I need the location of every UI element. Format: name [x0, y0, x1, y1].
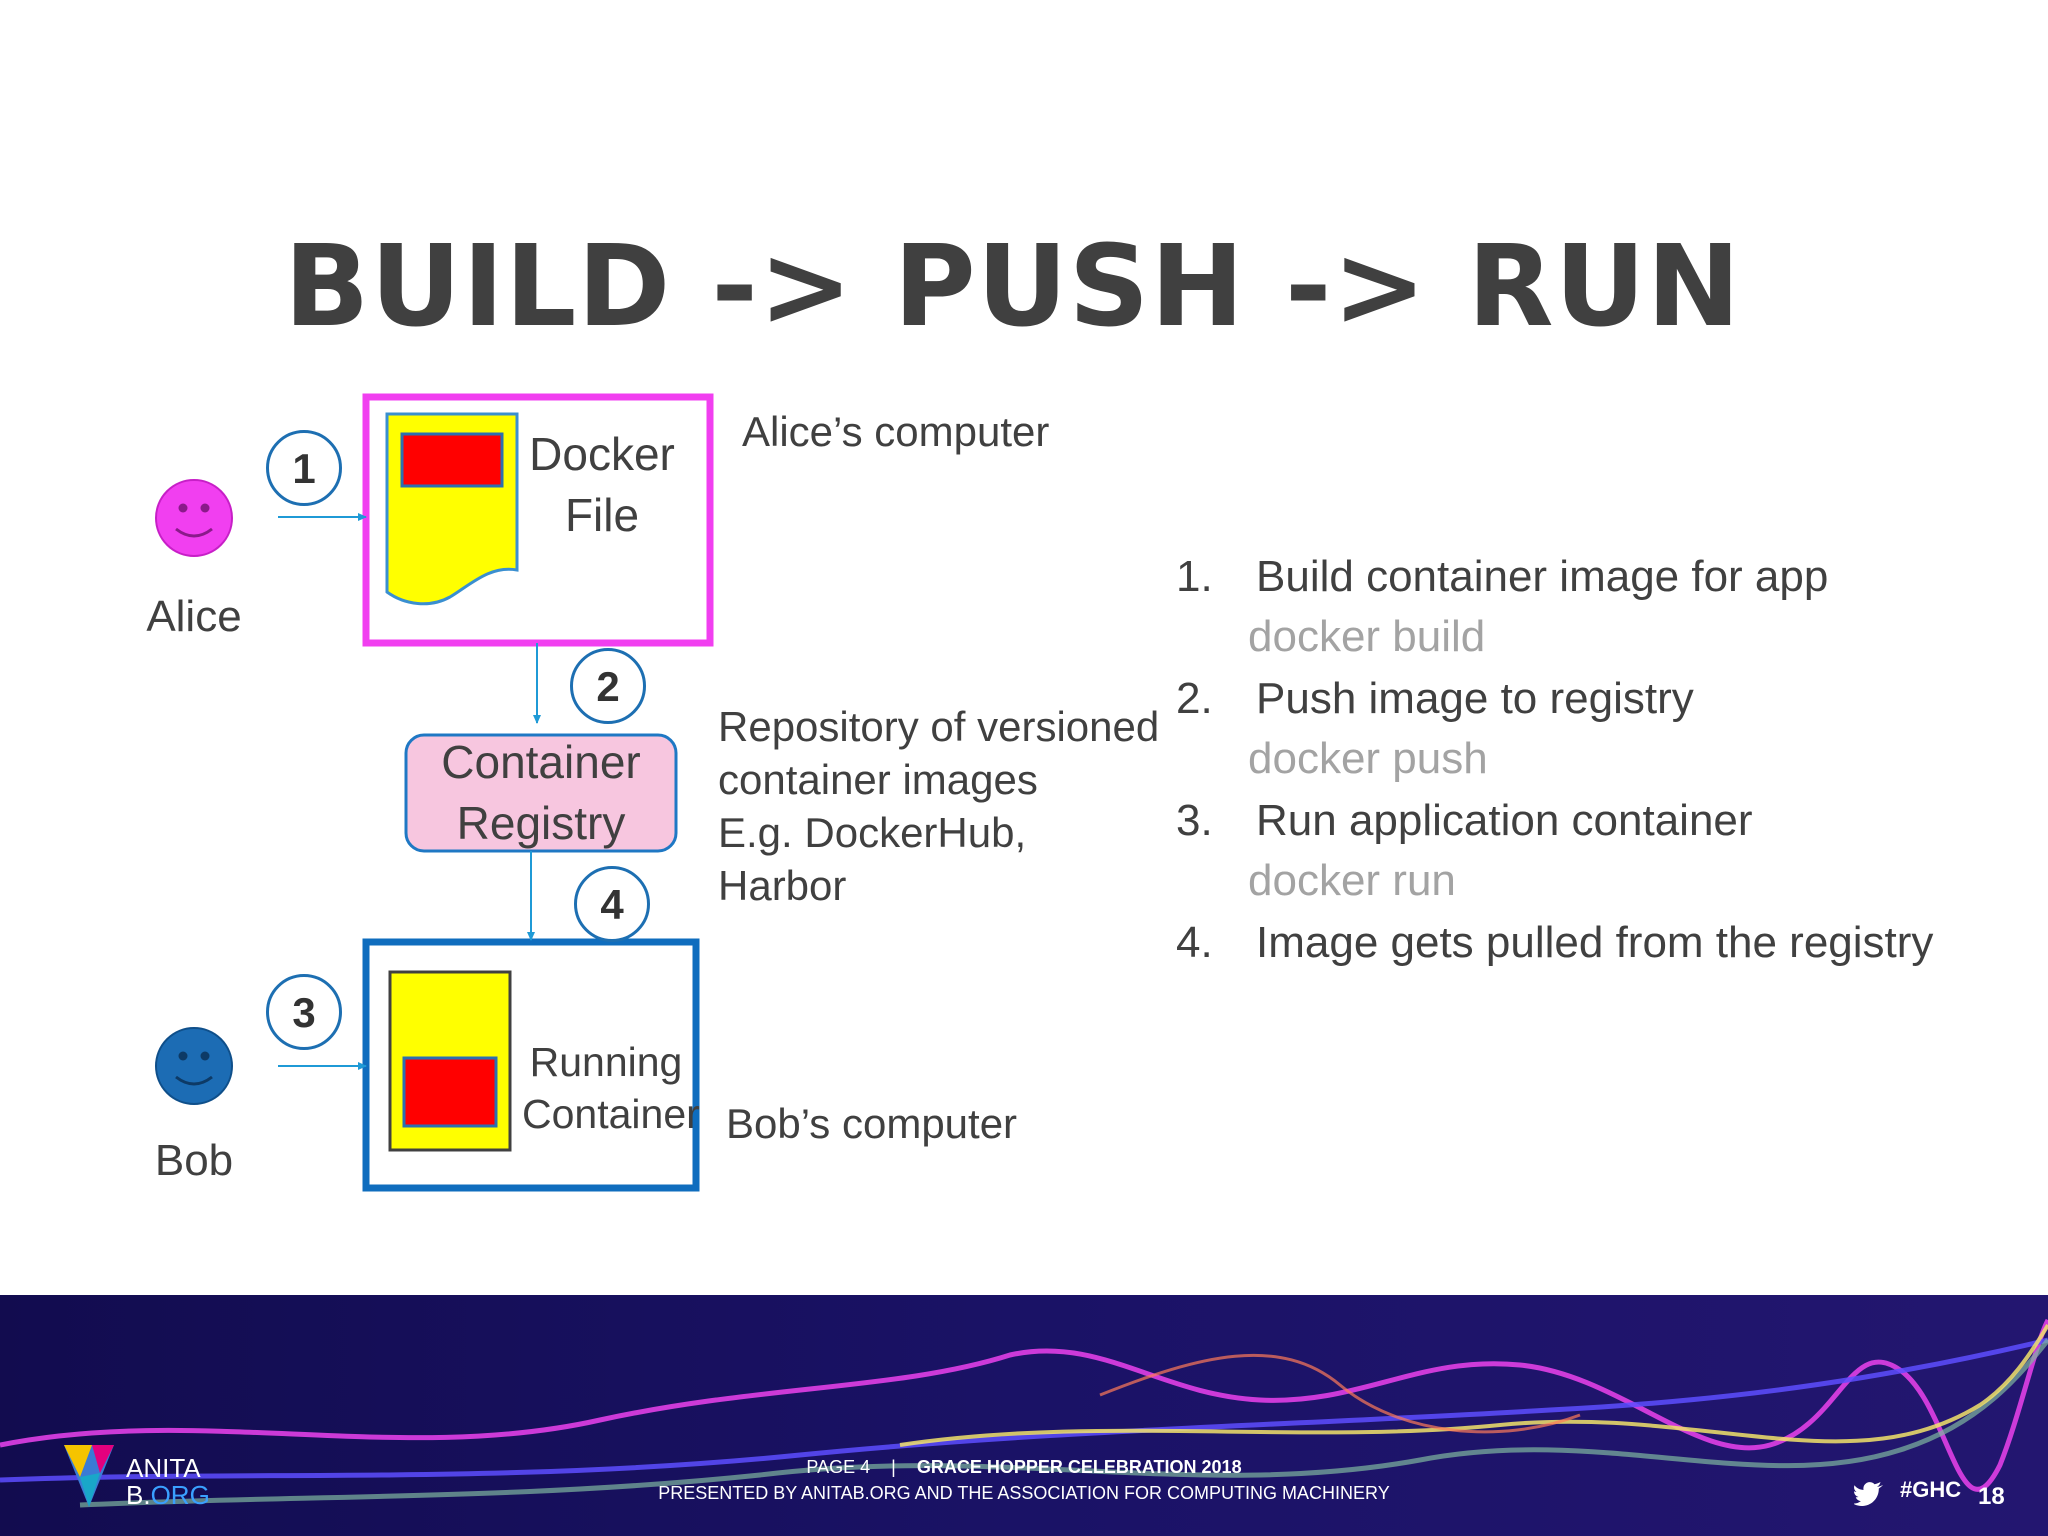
- footer-banner: ANITA B.ORG PAGE 4 | GRACE HOPPER CELEBR…: [0, 1295, 2048, 1536]
- anitab-logo-icon: [64, 1445, 114, 1507]
- list-item-command: docker build: [1248, 612, 1486, 661]
- hashtag: #GHC: [1900, 1477, 1962, 1502]
- step-badge-2: 2: [570, 648, 646, 724]
- logo-line2: B.ORG: [126, 1482, 210, 1509]
- page-number-label: PAGE 4: [806, 1457, 871, 1477]
- running-container-image-block: [402, 1056, 498, 1128]
- footer-separator: |: [891, 1457, 896, 1477]
- repository-line: E.g. DockerHub,: [718, 809, 1027, 856]
- list-item-text: Push image to registry: [1256, 674, 1694, 723]
- registry-label-line1: Container: [441, 736, 641, 788]
- list-item-text: Build container image for app: [1256, 552, 1829, 601]
- repository-description: Repository of versioned container images…: [718, 700, 1159, 912]
- dockerfile-label-line2: File: [564, 489, 640, 541]
- registry-label-line2: Registry: [456, 797, 626, 849]
- event-name: GRACE HOPPER CELEBRATION 2018: [916, 1457, 1242, 1477]
- repository-line: Repository of versioned: [718, 703, 1160, 750]
- logo-line2-b: ORG: [150, 1480, 210, 1510]
- list-item-command: docker push: [1248, 734, 1488, 783]
- list-item: 2. Push image to registry docker push: [1176, 674, 2036, 796]
- steps-list: 1. Build container image for app docker …: [1176, 552, 2036, 1040]
- step-badge-4: 4: [574, 866, 650, 942]
- step-badge-3: 3: [266, 974, 342, 1050]
- logo-line2-a: B.: [126, 1480, 151, 1510]
- list-item-number: 3.: [1176, 796, 1213, 845]
- list-item: 1. Build container image for app docker …: [1176, 552, 2036, 674]
- bob-computer-label: Bob’s computer: [726, 1100, 1018, 1147]
- list-item-number: 2.: [1176, 674, 1213, 723]
- alice-icon: [155, 479, 233, 557]
- registry-label: Container Registry: [406, 732, 676, 854]
- footer-waves-decoration: [0, 1318, 2048, 1508]
- slide-number: 18: [1978, 1483, 2005, 1510]
- alice-name: Alice: [146, 592, 242, 641]
- list-item-command: docker run: [1248, 856, 1456, 905]
- alice-computer-label: Alice’s computer: [742, 408, 1050, 455]
- diagram: [155, 393, 714, 1192]
- list-item-number: 4.: [1176, 918, 1213, 967]
- slide-title: BUILD -> PUSH -> RUN: [284, 222, 1742, 352]
- list-item-number: 1.: [1176, 552, 1213, 601]
- dockerfile-image-block: [400, 432, 504, 488]
- running-container-label: Running Container: [516, 1036, 700, 1140]
- twitter-bird-icon: [1854, 1482, 1883, 1507]
- container-registry-box: [404, 733, 678, 853]
- running-container-label-line2: Container: [522, 1091, 700, 1137]
- dockerfile-label: Docker File: [522, 424, 682, 546]
- list-item-text: Run application container: [1256, 796, 1753, 845]
- list-item: 3. Run application container docker run: [1176, 796, 2036, 918]
- dockerfile-label-line1: Docker: [529, 428, 675, 480]
- list-item: 4. Image gets pulled from the registry: [1176, 918, 2036, 1040]
- anitab-logo-text: ANITA B.ORG: [126, 1455, 210, 1509]
- bob-icon: [155, 1027, 233, 1105]
- list-item-text: Image gets pulled from the registry: [1256, 918, 1934, 967]
- repository-line: container images: [718, 756, 1038, 803]
- step-badge-1: 1: [266, 430, 342, 506]
- running-container-label-line1: Running: [529, 1039, 683, 1085]
- repository-line: Harbor: [718, 862, 847, 909]
- footer-presented-by: PRESENTED BY ANITAB.ORG AND THE ASSOCIAT…: [658, 1483, 1390, 1503]
- logo-line1: ANITA: [126, 1453, 201, 1483]
- bob-name: Bob: [154, 1136, 234, 1185]
- footer-page-line: PAGE 4 | GRACE HOPPER CELEBRATION 2018: [0, 1457, 2048, 1478]
